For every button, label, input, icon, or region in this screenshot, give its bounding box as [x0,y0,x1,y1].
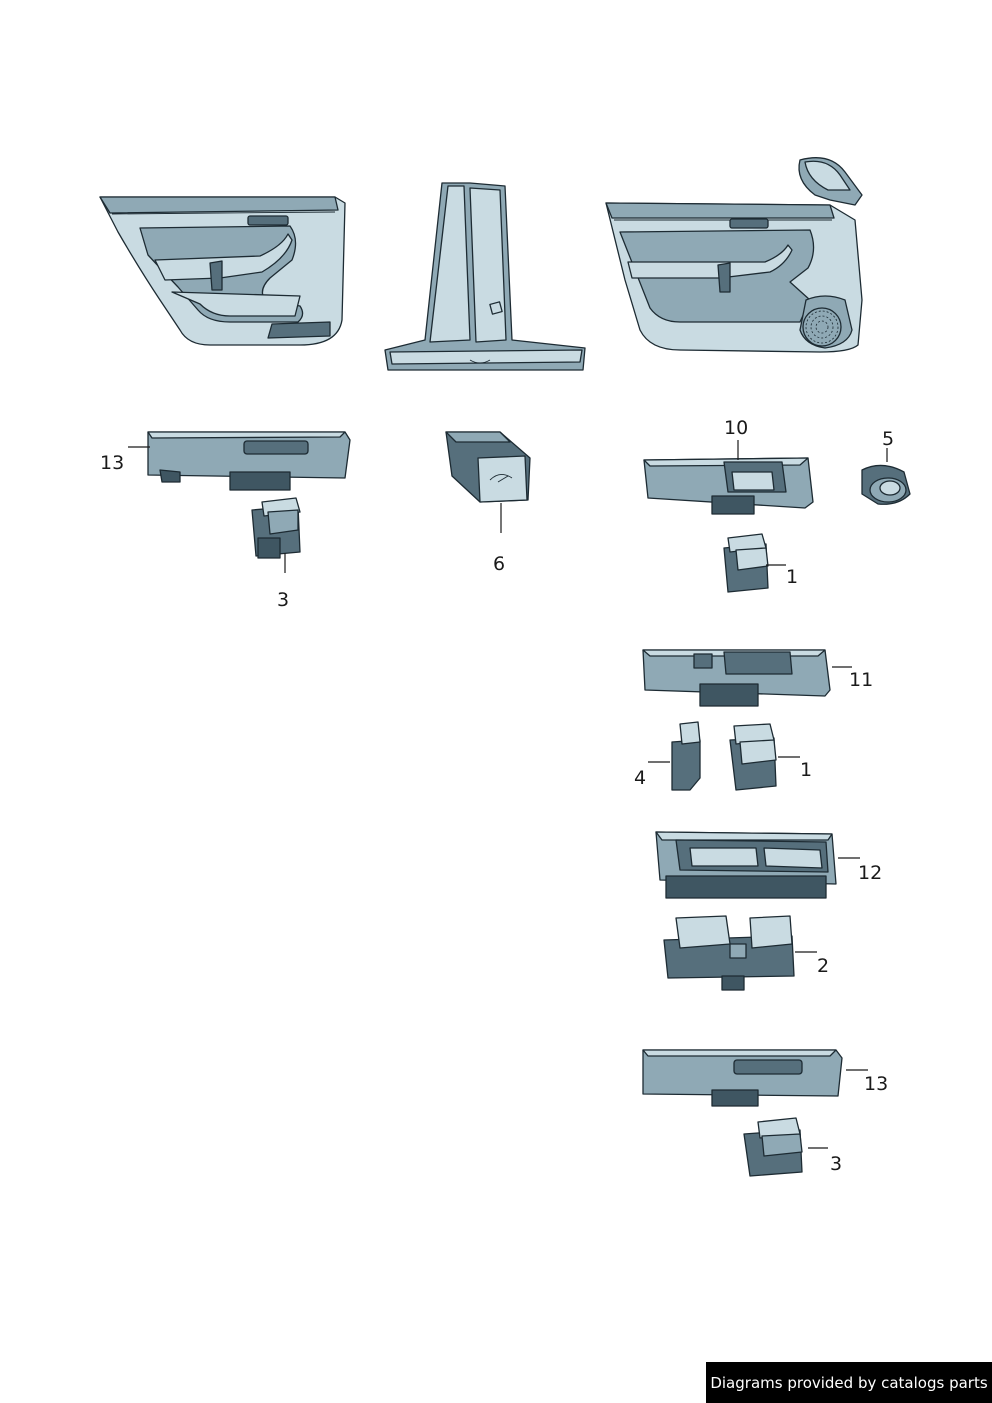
callout-6: 6 [493,553,505,575]
callout-13-right: 13 [864,1073,888,1095]
part-2-master-switch-block [663,915,795,991]
part-3-left-window-switch [251,497,301,559]
part-1-middle-window-switch [729,723,777,791]
callout-5: 5 [882,428,894,450]
callout-leaders [128,440,888,1149]
rear-door-trim-panel [99,196,346,346]
callout-labels: 13 3 6 10 5 1 11 4 1 12 2 13 3 [100,417,894,1175]
watermark-text: Diagrams provided by catalogs parts [710,1373,988,1392]
b-pillar-trim [384,182,586,371]
part-4-single-switch [671,721,701,791]
callout-4: 4 [634,767,646,789]
callout-13-left: 13 [100,452,124,474]
callout-12: 12 [858,862,882,884]
callout-1-top: 1 [786,566,798,588]
callout-3-right: 3 [830,1153,842,1175]
part-11-switch-cover [642,649,831,707]
part-1-top-window-switch [723,533,769,593]
part-10-switch-cover [643,457,814,515]
part-6-tailgate-release-button [445,431,531,503]
callout-10: 10 [724,417,748,439]
part-5-mirror-adjust-knob [861,464,911,505]
callout-1-middle: 1 [800,759,812,781]
front-door-trim-panel [605,157,863,353]
part-3-right-window-switch [743,1117,803,1177]
part-13-right-switch-cover [642,1049,843,1107]
callout-2: 2 [817,955,829,977]
part-12-switch-cover [655,831,837,899]
callout-3-left: 3 [277,589,289,611]
speaker-grille [799,295,853,349]
watermark-banner: Diagrams provided by catalogs parts [706,1362,992,1403]
callout-11: 11 [849,669,873,691]
part-13-left-switch-cover [147,431,351,491]
